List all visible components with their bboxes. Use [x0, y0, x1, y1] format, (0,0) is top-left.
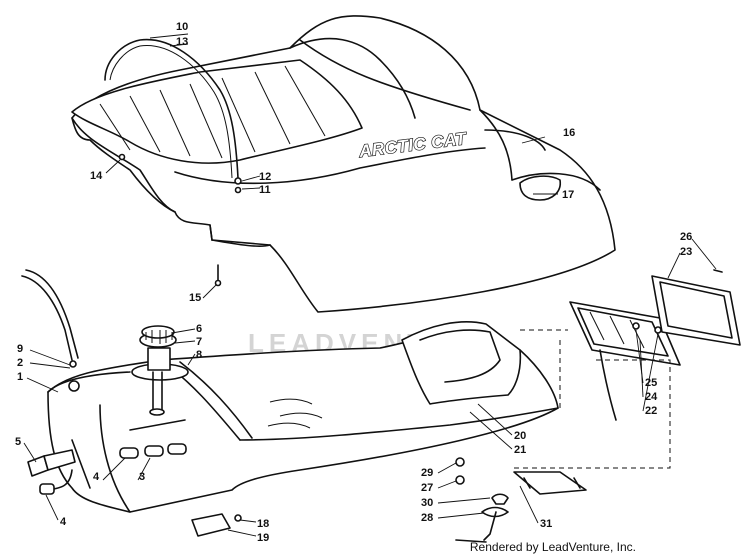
callout-label: 29 — [421, 467, 433, 479]
callout-label: 4 — [93, 471, 100, 483]
callout-label: 17 — [562, 189, 574, 201]
taillight-assembly — [569, 269, 741, 421]
callout-label: 31 — [540, 518, 552, 530]
callout-label: 24 — [645, 391, 658, 403]
callout-label: 25 — [645, 377, 657, 389]
callout-label: 1 — [17, 371, 23, 383]
callout-label: 21 — [514, 444, 526, 456]
callout-label: 11 — [259, 184, 271, 196]
callout-label: 14 — [90, 170, 103, 182]
credit-text: Rendered by LeadVenture, Inc. — [469, 540, 636, 554]
callout-label: 20 — [514, 430, 526, 442]
callout-label: 3 — [139, 471, 145, 483]
chassis-part — [21, 269, 559, 537]
callout-label: 4 — [60, 516, 67, 528]
callout-label: 5 — [15, 436, 21, 448]
callout-label: 12 — [259, 171, 271, 183]
wire-harness-line — [510, 329, 671, 469]
callout-label: 7 — [196, 336, 202, 348]
callout-label: 9 — [17, 343, 23, 355]
leader-lines — [23, 33, 717, 537]
callout-label: 15 — [189, 292, 201, 304]
callout-label: 27 — [421, 482, 433, 494]
hood-part-16 — [71, 15, 616, 313]
callout-labels: 10 13 16 14 12 11 17 15 26 23 6 9 7 2 8 … — [15, 21, 692, 544]
callout-label: 16 — [563, 127, 575, 139]
callout-label: 13 — [176, 36, 188, 48]
callout-label: 30 — [421, 497, 433, 509]
callout-label: 22 — [645, 405, 657, 417]
callout-label: 2 — [17, 357, 23, 369]
callout-label: 8 — [196, 349, 202, 361]
callout-label: 19 — [257, 532, 269, 544]
callout-label: 18 — [257, 518, 269, 530]
callout-label: 28 — [421, 512, 433, 524]
callout-label: 23 — [680, 246, 692, 258]
callout-label: 6 — [196, 323, 202, 335]
hardware-parts — [455, 457, 587, 543]
callout-label: 10 — [176, 21, 188, 33]
callout-label: 26 — [680, 231, 692, 243]
